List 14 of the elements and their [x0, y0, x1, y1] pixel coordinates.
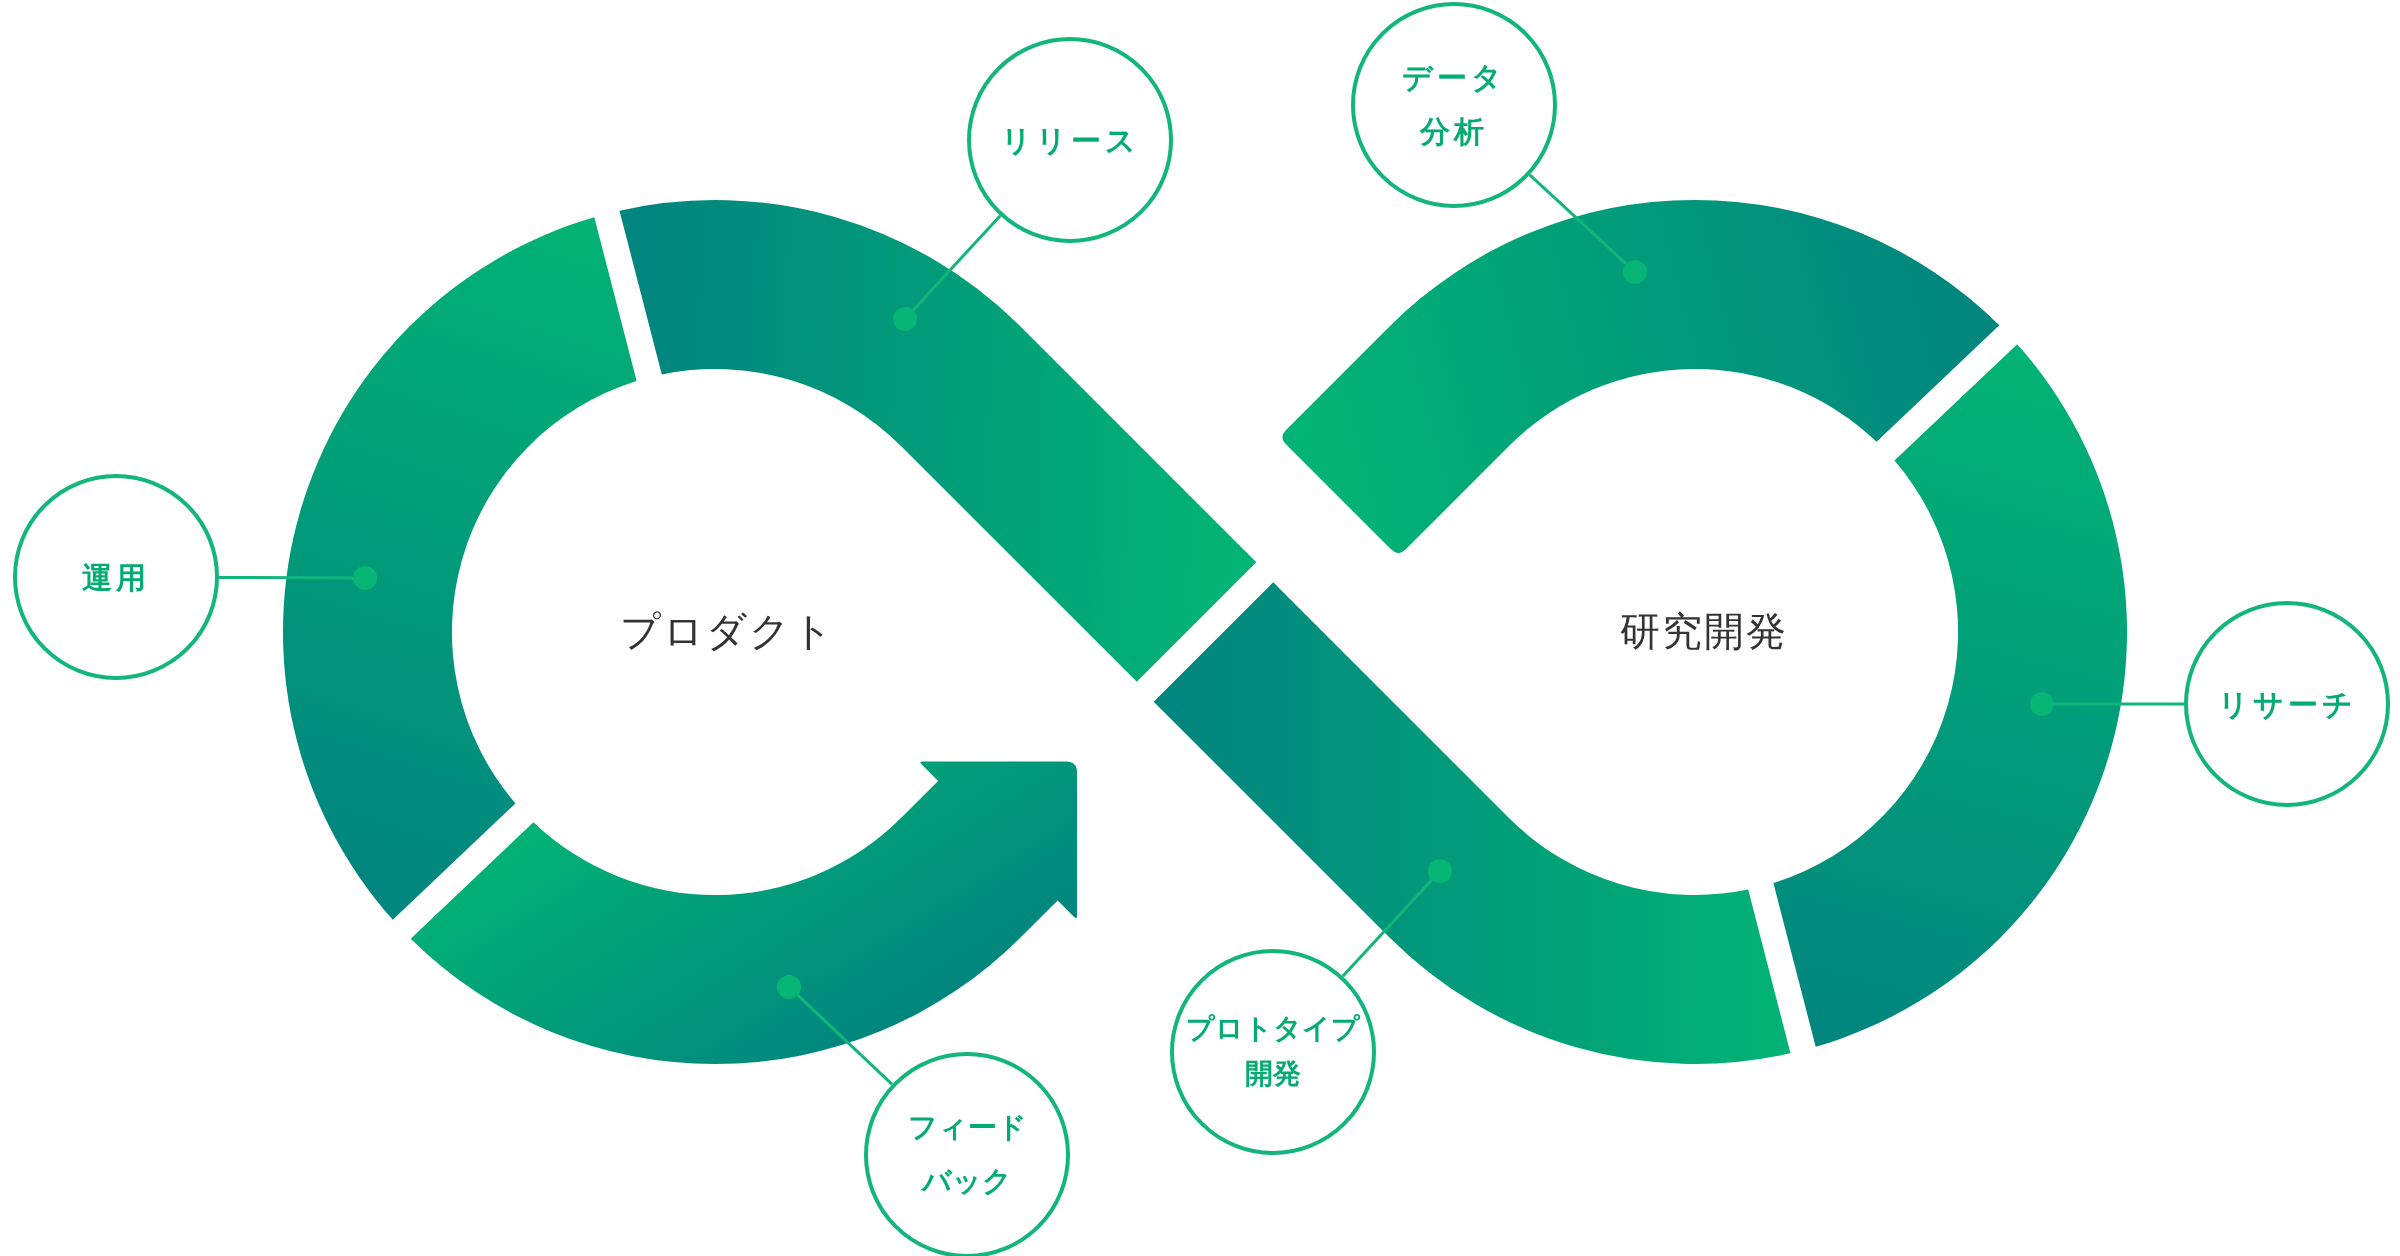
stage-circle: データ分析 [1351, 2, 1557, 208]
leader-line [912, 214, 1002, 312]
stage-circle: フィードバック [864, 1052, 1070, 1256]
loop-label: プロダクト [619, 606, 835, 656]
loop-label: 研究開発 [1620, 606, 1788, 656]
leader-line [796, 994, 894, 1086]
leader-line [1341, 878, 1433, 978]
leader-line [1528, 173, 1628, 265]
stage-circle: 運用 [13, 474, 219, 680]
leader-line [219, 575, 353, 580]
leader-line [2054, 702, 2184, 706]
stage-circle: プロトタイプ開発 [1170, 949, 1376, 1155]
stage-circle: リサーチ [2184, 601, 2390, 807]
stage-circle: リリース [967, 37, 1173, 243]
